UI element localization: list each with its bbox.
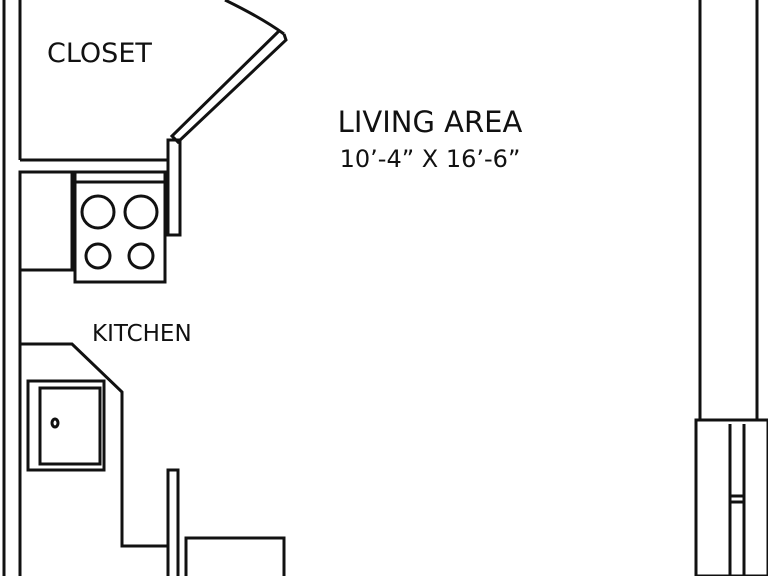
closet-door-swing [224, 0, 285, 36]
kitchen-counter [20, 342, 168, 548]
sink [26, 379, 106, 472]
closet-door-panel [169, 28, 288, 145]
kitchen-label: KITCHEN [92, 321, 192, 347]
burner [127, 242, 155, 270]
drain-icon [50, 417, 60, 429]
burner [84, 242, 112, 270]
lower-cabinet [184, 536, 286, 576]
right-wall [694, 0, 768, 576]
living-area-dimensions: 10’-4” X 16’-6” [340, 145, 521, 173]
closet-label: CLOSET [47, 38, 152, 69]
stove [18, 170, 167, 284]
lower-wall-stub [166, 468, 180, 576]
left-wall [2, 0, 22, 576]
closet [20, 0, 288, 237]
burner [80, 194, 116, 230]
burner [123, 194, 159, 230]
living-area-label: LIVING AREA [338, 105, 523, 139]
